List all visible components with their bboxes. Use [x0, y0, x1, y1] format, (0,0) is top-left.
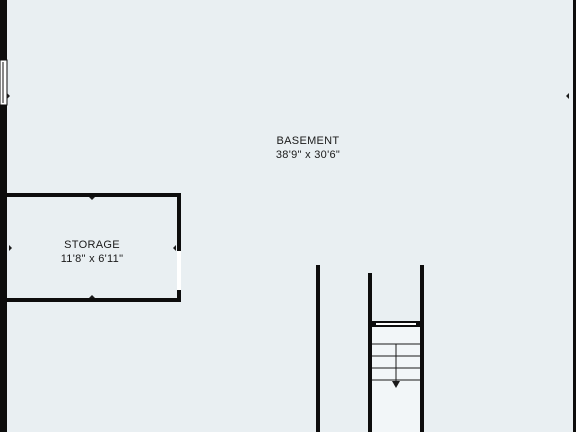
stair-landing-gap — [376, 323, 416, 325]
left-wall-upper — [0, 0, 7, 60]
storage-right-wall-lower — [177, 290, 181, 302]
storage-label: STORAGE — [64, 239, 120, 251]
storage-floor — [9, 197, 177, 298]
stair-inner-wall — [368, 273, 372, 432]
window-icon — [0, 59, 8, 106]
door-marker-icon — [89, 197, 95, 200]
basement-dimensions: 38'9" x 30'6" — [276, 149, 340, 161]
storage-top-wall — [7, 193, 181, 197]
door-marker-icon — [173, 245, 176, 251]
staircase — [372, 327, 420, 432]
door-marker-icon — [9, 245, 12, 251]
storage-right-wall-upper — [177, 193, 181, 251]
basement-label: BASEMENT — [277, 135, 340, 147]
storage-dimensions: 11'8" x 6'11" — [61, 253, 124, 265]
stair-right-wall — [420, 265, 424, 432]
right-wall — [573, 0, 576, 432]
door-marker-icon — [566, 93, 569, 99]
door-marker-icon — [89, 295, 95, 298]
door-marker-icon — [7, 93, 10, 99]
left-wall-lower — [0, 105, 7, 432]
stair-walls — [316, 265, 424, 432]
stair-arrow-icon — [392, 381, 400, 388]
storage-walls — [7, 193, 181, 302]
stair-left-long-wall — [316, 265, 320, 432]
storage-doorway — [177, 251, 181, 290]
storage-bottom-wall — [7, 298, 181, 302]
door-markers — [7, 93, 569, 298]
